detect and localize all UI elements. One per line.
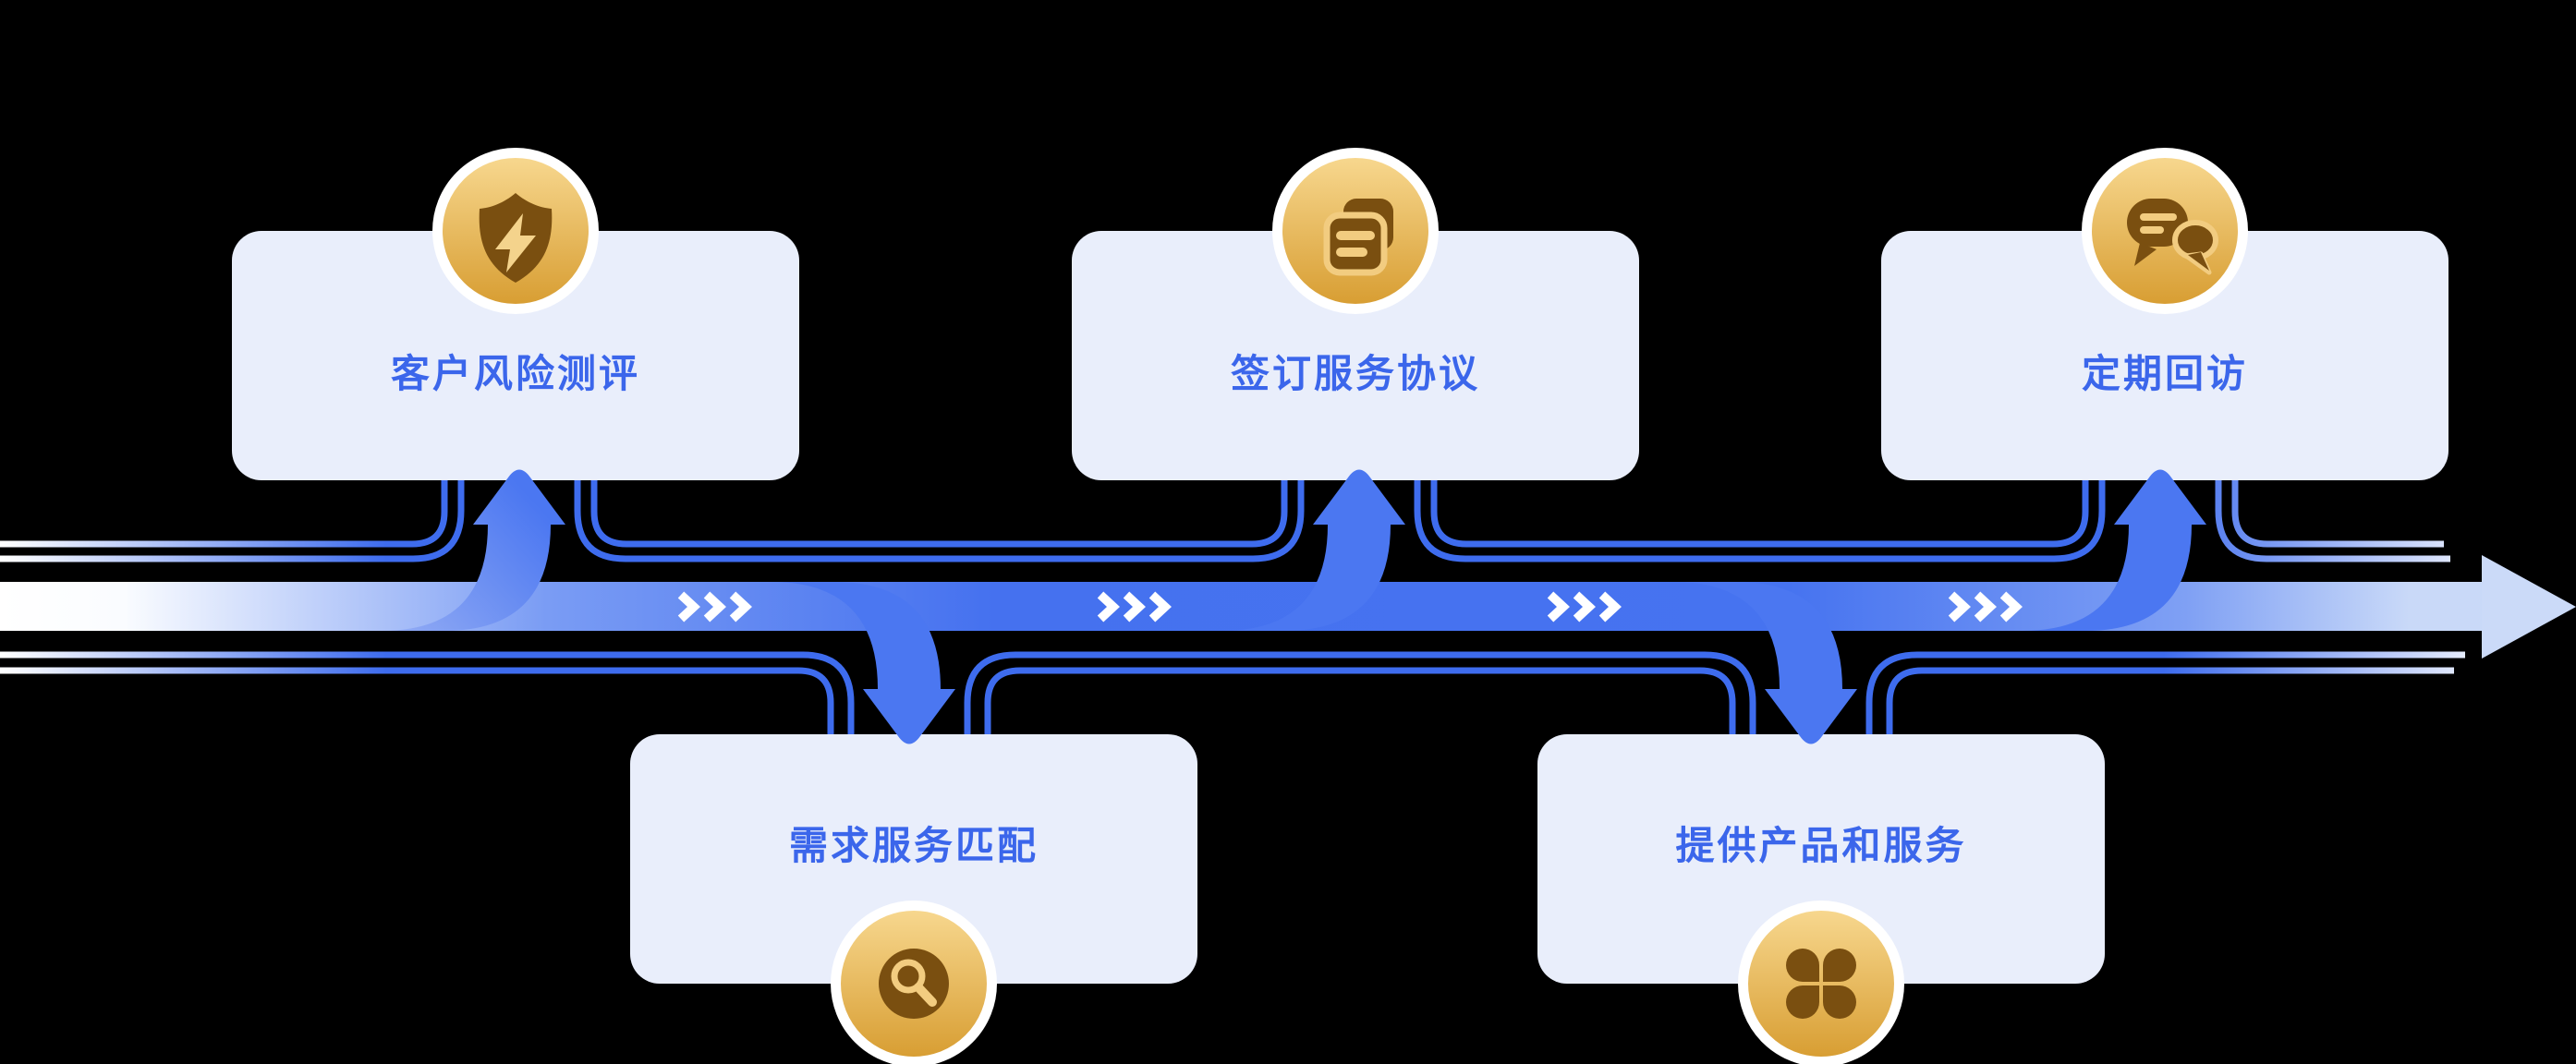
chevron-group-1 xyxy=(677,591,752,623)
shield-bolt-icon xyxy=(479,193,553,283)
step-label-5: 定期回访 xyxy=(2081,351,2248,395)
flow-band xyxy=(0,582,2484,631)
step-badge-2 xyxy=(831,901,997,1064)
step-badge-3 xyxy=(1272,148,1439,314)
step-badge-4 xyxy=(1738,901,1904,1064)
clover-icon xyxy=(1786,949,1856,1019)
flow-direction-arrowhead-icon xyxy=(2482,555,2576,659)
chevron-group-4 xyxy=(1948,591,2023,623)
step-label-4: 提供产品和服务 xyxy=(1675,823,1967,867)
step-card-1: 客户风险测评 xyxy=(232,231,799,480)
chevron-group-3 xyxy=(1547,591,1622,623)
step-badge-5 xyxy=(2082,148,2248,314)
magnifier-icon xyxy=(879,949,949,1019)
pipe-lines-lower xyxy=(0,651,2465,734)
chevron-groups xyxy=(677,591,2023,623)
step-label-3: 签订服务协议 xyxy=(1230,351,1480,395)
step-label-1: 客户风险测评 xyxy=(390,351,640,395)
step-badge-1 xyxy=(432,148,599,314)
documents-icon xyxy=(1323,199,1393,276)
chat-bubbles-icon xyxy=(2127,199,2218,275)
chevron-group-2 xyxy=(1097,591,1172,623)
pipe-lines-upper xyxy=(0,480,2450,562)
step-label-2: 需求服务匹配 xyxy=(788,823,1039,867)
